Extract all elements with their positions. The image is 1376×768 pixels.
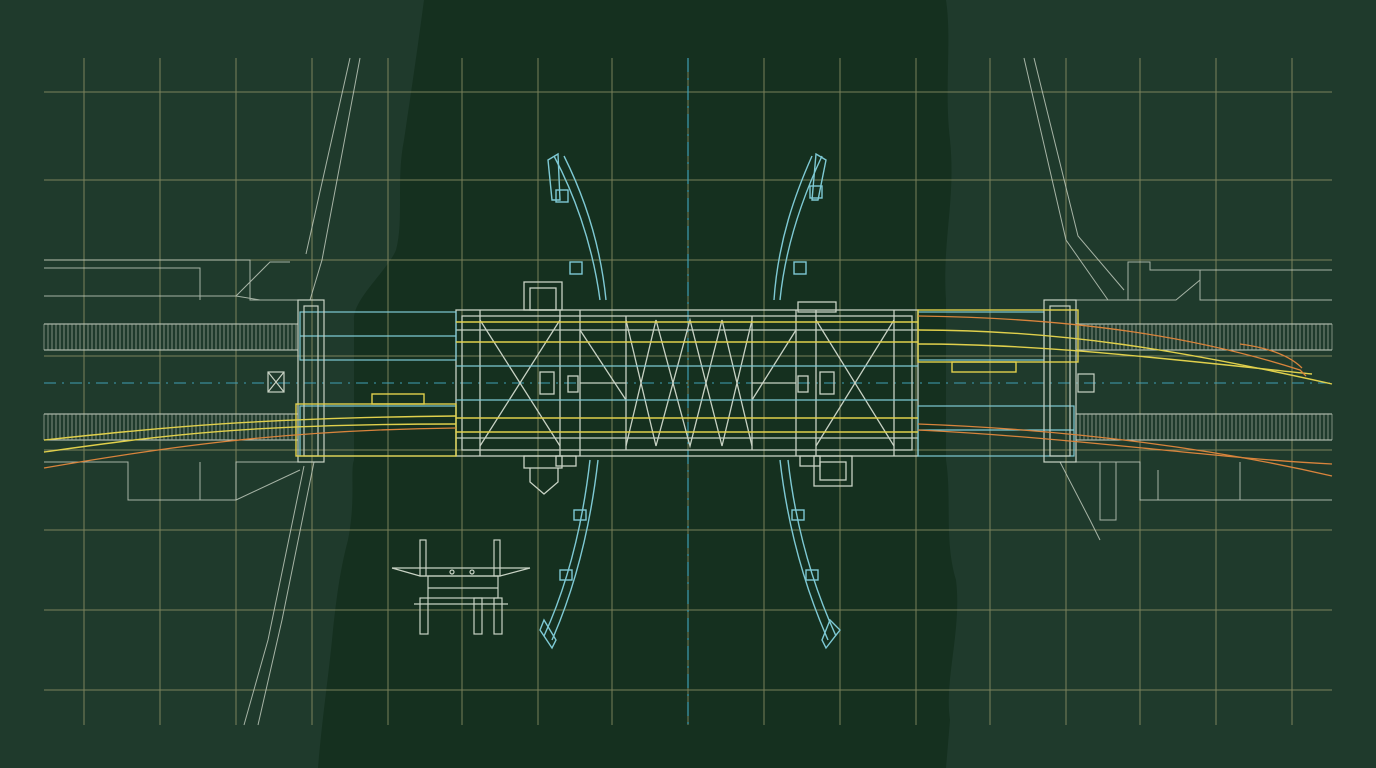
bridge-deck: [455, 281, 919, 495]
bridge-cross-section-icon: [391, 539, 531, 635]
guide-walls: [539, 152, 841, 650]
river-channel: [318, 0, 958, 768]
road-outlines: [44, 57, 1332, 726]
abutments: [267, 299, 1095, 463]
alignment-yellow: [43, 309, 1333, 457]
alignment-orange: [43, 315, 1333, 477]
